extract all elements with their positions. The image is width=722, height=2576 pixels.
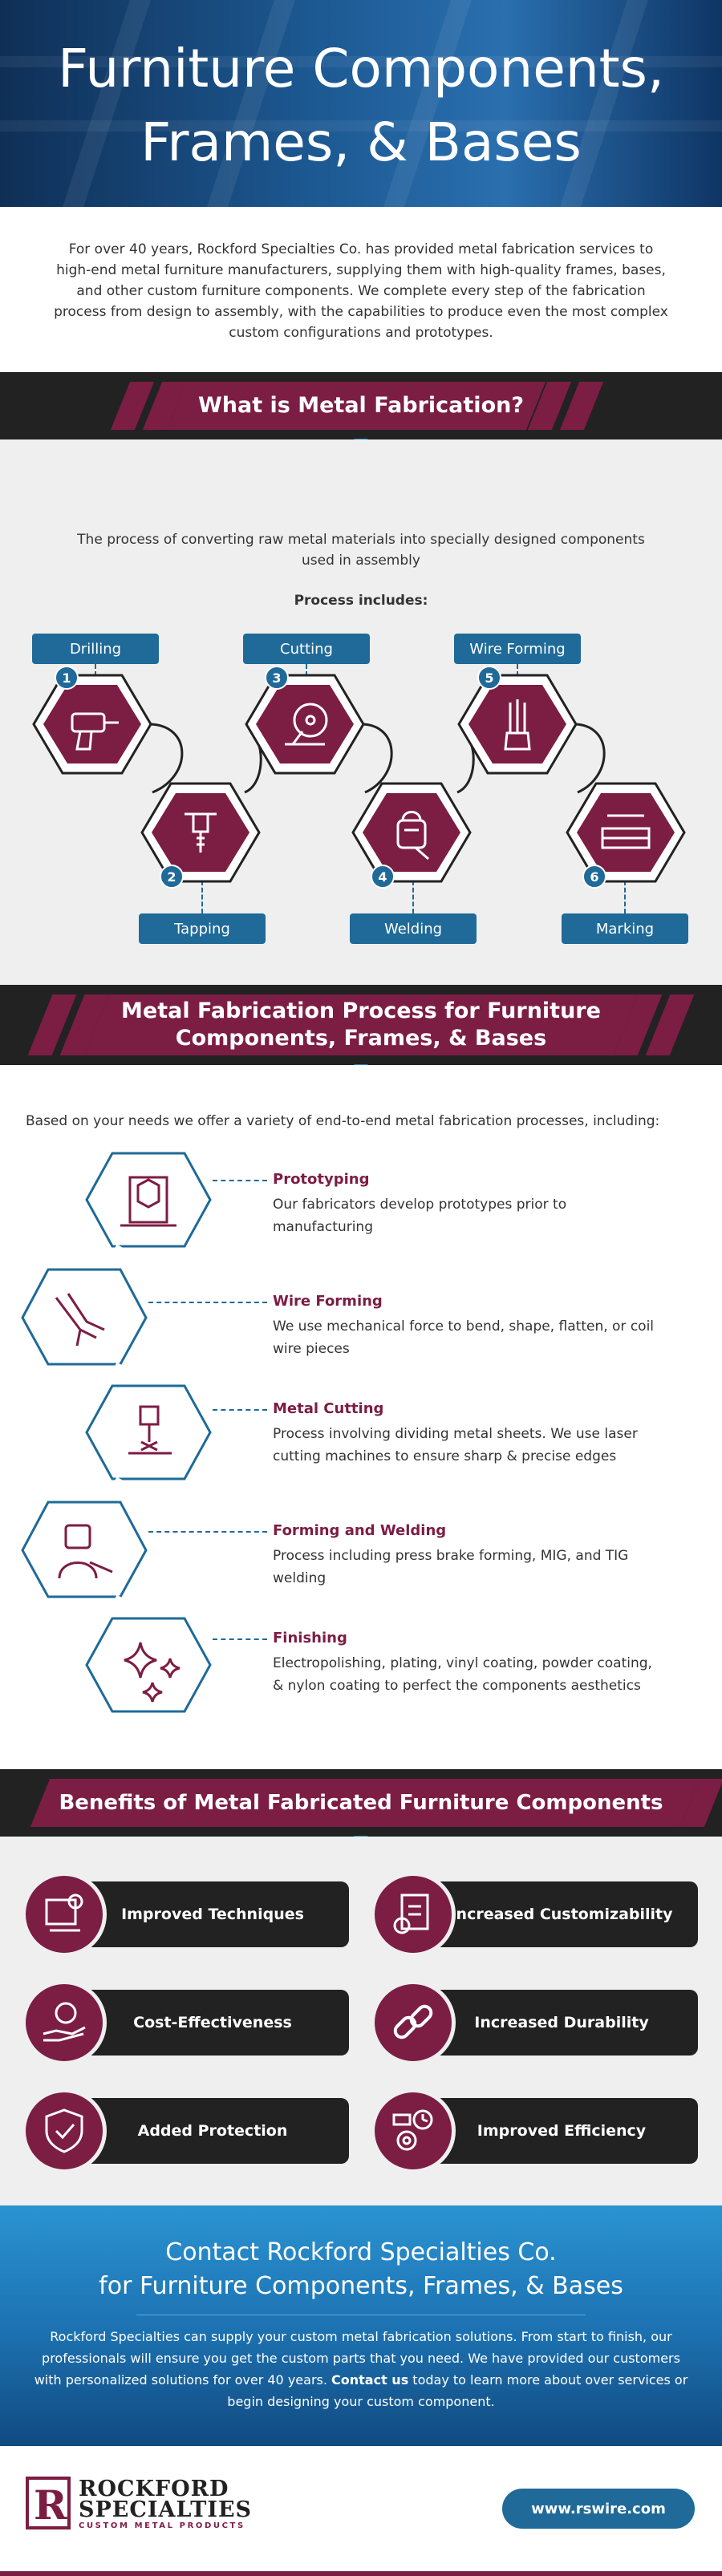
process-desc-metal-cutting: Process involving dividing metal sheets.… [273,1426,638,1464]
money-hand-icon [43,2002,86,2042]
benefits-section: Improved Techniques Increased Customizab… [0,1837,722,2205]
logo-mark-icon: R [26,2477,71,2529]
page-title: Furniture Components, Frames, & Bases [0,32,722,180]
footer: R ROCKFORD SPECIALTIES CUSTOM METAL PROD… [0,2446,722,2571]
step-badge-6: 6 [582,865,606,889]
chain-icon [393,2004,433,2039]
step-badge-4: 4 [371,865,395,889]
website-link-button[interactable]: www.rswire.com [502,2489,695,2529]
logo-name-line2: SPECIALTIES [79,2497,253,2522]
hex-tapping [140,782,261,883]
contact-text: Rockford Specialties can supply your cus… [32,2326,690,2412]
step-pill-wire-forming: Wire Forming [454,634,581,664]
step-badge-5: 5 [477,666,501,690]
process-includes-label: Process includes: [294,593,428,609]
section1-lead: The process of converting raw metal mate… [77,532,645,569]
section2-lead: Based on your needs we offer a variety o… [26,1113,660,1129]
section3-banner: Benefits of Metal Fabricated Furniture C… [0,1769,722,1846]
benefit-improved-techniques: Improved Techniques [22,1872,349,1957]
contact-title-line1: Contact Rockford Specialties Co. [165,2238,557,2266]
section1-title: What is Metal Fabrication? [197,393,524,418]
hex-welding [351,782,472,883]
section2-title-line2: Components, Frames, & Bases [175,1026,547,1051]
process-title-finishing: Finishing [273,1630,347,1646]
process-desc-wire-forming: We use mechanical force to bend, shape, … [273,1318,655,1357]
marking-icon [601,814,651,849]
bottom-accent-bar [0,2571,722,2576]
sparkle-icon [124,1642,180,1703]
section3-title: Benefits of Metal Fabricated Furniture C… [59,1791,663,1815]
page-title-line2: Frames, & Bases [140,111,582,173]
benefit-label: Improved Techniques [121,1906,304,1923]
company-logo[interactable]: R ROCKFORD SPECIALTIES CUSTOM METAL PROD… [26,2477,266,2533]
process-section: Based on your needs we offer a variety o… [0,1065,722,1769]
benefit-label: Added Protection [137,2122,288,2140]
step-pill-drilling: Drilling [32,634,159,664]
shield-check-icon [45,2108,83,2153]
hex-wire-forming [457,674,578,775]
customize-icon [393,1894,429,1934]
benefit-label: Increased Durability [474,2014,649,2031]
intro-section: For over 40 years, Rockford Specialties … [0,207,722,372]
benefit-label: Increased Customizability [450,1906,673,1923]
process-title-prototyping: Prototyping [273,1171,370,1188]
benefit-cost-effectiveness: Cost-Effectiveness [22,1980,349,2065]
intro-text: For over 40 years, Rockford Specialties … [54,241,668,341]
step-badge-1: 1 [55,666,79,690]
logo-tagline: CUSTOM METAL PRODUCTS [79,2521,245,2530]
welding-icon [58,1524,113,1579]
step-badge-3: 3 [265,666,289,690]
process-hex-chain [21,1152,212,1713]
welder-icon [396,811,429,861]
contact-text-after: today to learn more about over services … [227,2372,688,2409]
process-desc-prototyping: Our fabricators develop prototypes prior… [273,1197,567,1235]
benefit-added-protection: Added Protection [22,2088,349,2173]
section2-title-line1: Metal Fabrication Process for Furniture [121,998,601,1023]
step-pill-welding: Welding [350,913,477,944]
section2-title: Metal Fabrication Process for Furniture … [0,985,722,1065]
benefit-label: Cost-Effectiveness [133,2014,292,2031]
contact-text-before: Rockford Specialties can supply your cus… [34,2329,680,2388]
benefit-improved-efficiency: Improved Efficiency [371,2088,698,2173]
step-pill-cutting: Cutting [243,634,370,664]
drill-icon [71,712,119,751]
process-title-wire-forming: Wire Forming [273,1293,383,1310]
process-desc-finishing: Electropolishing, plating, vinyl coating… [273,1655,652,1694]
tap-icon [185,812,217,853]
hex-cutting [245,674,365,775]
saw-icon [285,703,328,746]
hex-marking [566,782,686,883]
contact-title-line2: for Furniture Components, Frames, & Base… [99,2272,623,2300]
hero-banner: Furniture Components, Frames, & Bases [0,0,722,207]
technique-icon [45,1894,83,1932]
section1-banner: What is Metal Fabrication? [0,372,722,449]
laser-icon [128,1405,172,1455]
section2-banner: Metal Fabrication Process for Furniture … [0,985,722,1075]
wire-icon [504,699,531,751]
hex-drilling [32,674,152,775]
efficiency-icon [392,2109,433,2151]
benefit-increased-customizability: Increased Customizability [371,1872,698,1957]
pliers-icon [55,1293,105,1347]
page-title-line1: Furniture Components, [58,38,664,99]
contact-title: Contact Rockford Specialties Co. for Fur… [0,2236,722,2303]
process-title-forming-welding: Forming and Welding [273,1522,447,1539]
metal-fabrication-section: The process of converting raw metal mate… [0,439,722,985]
step-pill-marking: Marking [562,913,688,944]
contact-us-link[interactable]: Contact us [331,2372,409,2388]
benefit-increased-durability: Increased Durability [371,1980,698,2065]
process-title-metal-cutting: Metal Cutting [273,1400,384,1417]
step-pill-tapping: Tapping [139,913,266,944]
process-desc-forming-welding: Process including press brake forming, M… [273,1548,629,1586]
prototype-icon [120,1176,176,1227]
step-badge-2: 2 [160,865,184,889]
benefit-label: Improved Efficiency [477,2122,647,2140]
contact-section: Contact Rockford Specialties Co. for Fur… [0,2205,722,2446]
